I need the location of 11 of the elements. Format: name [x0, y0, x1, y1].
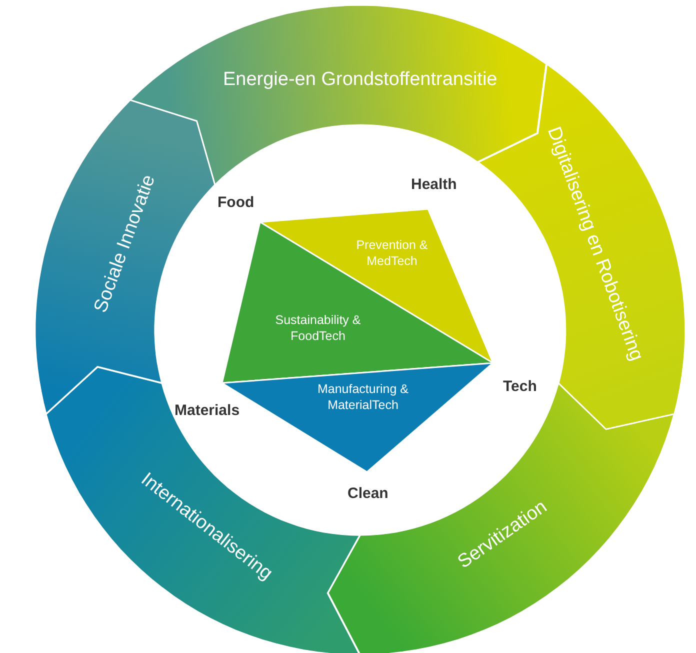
pentagon-section: [222, 222, 493, 383]
pentagon-section: [260, 209, 493, 363]
ring-label: Energie-en Grondstoffentransitie: [222, 68, 498, 91]
corner-label: Tech: [503, 378, 537, 394]
section-label: Prevention & MedTech: [355, 236, 429, 269]
section-label: Manufacturing & MaterialTech: [316, 380, 410, 413]
section-label: Sustainability & FoodTech: [274, 312, 362, 344]
corner-label: Health: [411, 176, 457, 192]
corner-label: Food: [218, 194, 254, 210]
corner-label: Materials: [174, 402, 240, 418]
corner-label: Clean: [348, 484, 388, 502]
